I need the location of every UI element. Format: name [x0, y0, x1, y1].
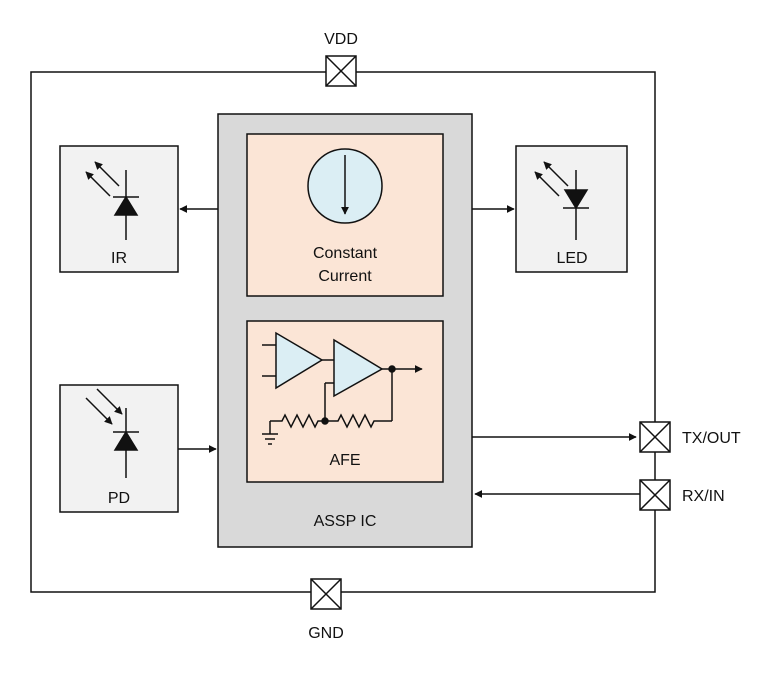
rx-in-pin-icon: [639, 479, 671, 511]
gnd-pin-icon: [310, 578, 342, 610]
ir-label: IR: [111, 250, 127, 267]
ir-led-diode-icon: [85, 161, 139, 240]
afe-label: AFE: [329, 452, 360, 469]
led-diode-icon: [534, 161, 589, 240]
tx-out-pin-icon: [639, 421, 671, 453]
tx-out-label: TX/OUT: [682, 430, 741, 447]
current-source-icon: [307, 148, 383, 224]
gnd-label: GND: [308, 625, 344, 642]
vdd-pin-icon: [325, 55, 357, 87]
constant-current-label-line1: Constant: [313, 245, 378, 262]
assp-ic-label: ASSP IC: [314, 513, 377, 530]
led-component: [515, 145, 628, 273]
led-label: LED: [556, 250, 587, 267]
constant-current-label-line2: Current: [318, 268, 372, 285]
photodiode-icon: [85, 388, 139, 478]
vdd-label: VDD: [324, 31, 358, 48]
pd-label: PD: [108, 490, 130, 507]
amplifier-icon: [262, 331, 423, 445]
rx-in-label: RX/IN: [682, 488, 725, 505]
